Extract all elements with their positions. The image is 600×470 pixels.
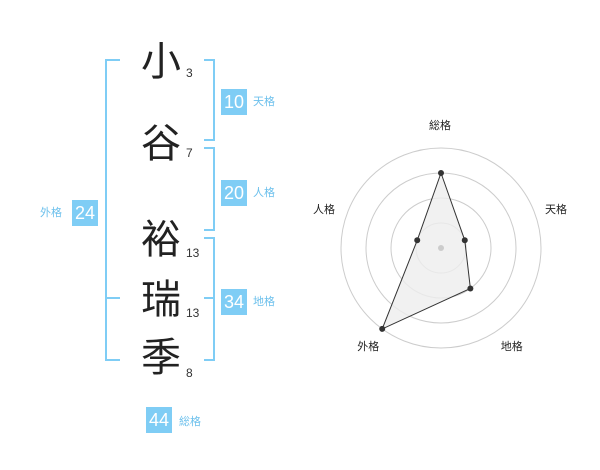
chikaku-value: 34 bbox=[221, 289, 247, 315]
radar-ring-4 bbox=[340, 147, 542, 349]
radar-point-3 bbox=[379, 325, 386, 332]
radar-axis-label-tenkaku: 天格 bbox=[545, 203, 568, 217]
name-char-5: 季 bbox=[141, 335, 181, 381]
name-char-1: 小 bbox=[141, 39, 181, 85]
stroke-count-4: 13 bbox=[186, 306, 200, 320]
radar-polygon bbox=[381, 171, 471, 330]
chikaku-label: 地格 bbox=[253, 295, 275, 308]
jinkaku-value: 20 bbox=[221, 180, 247, 206]
jinkaku-bracket bbox=[204, 147, 215, 231]
radar-axis-label-soukaku: 総格 bbox=[429, 119, 451, 132]
outer-bracket bbox=[105, 59, 120, 361]
name-char-4: 瑞 bbox=[141, 277, 181, 323]
gaikaku-label: 外格 bbox=[40, 206, 62, 219]
name-char-3: 裕 bbox=[141, 217, 181, 263]
name-char-2: 谷 bbox=[141, 121, 181, 167]
radar-point-2 bbox=[467, 285, 474, 292]
soukaku-label: 総格 bbox=[179, 415, 201, 428]
radar-axis-label-jinkaku: 人格 bbox=[312, 203, 335, 217]
radar-axis-label-gaikaku: 外格 bbox=[357, 339, 380, 353]
radar-point-4 bbox=[414, 237, 421, 244]
jinkaku-label: 人格 bbox=[253, 186, 275, 199]
tenkaku-label: 天格 bbox=[253, 95, 275, 108]
stroke-count-2: 7 bbox=[186, 146, 193, 160]
stroke-count-1: 3 bbox=[186, 66, 193, 80]
radar-point-0 bbox=[438, 170, 444, 176]
soukaku-value: 44 bbox=[146, 407, 172, 433]
tenkaku-value: 10 bbox=[221, 89, 247, 115]
gaikaku-value: 24 bbox=[72, 200, 98, 226]
tenkaku-bracket bbox=[204, 59, 215, 141]
radar-center-point bbox=[438, 245, 444, 251]
radar-axis-label-chikaku: 地格 bbox=[500, 339, 523, 353]
radar-point-1 bbox=[461, 237, 468, 244]
stroke-count-3: 13 bbox=[186, 246, 200, 260]
stroke-count-5: 8 bbox=[186, 366, 193, 380]
